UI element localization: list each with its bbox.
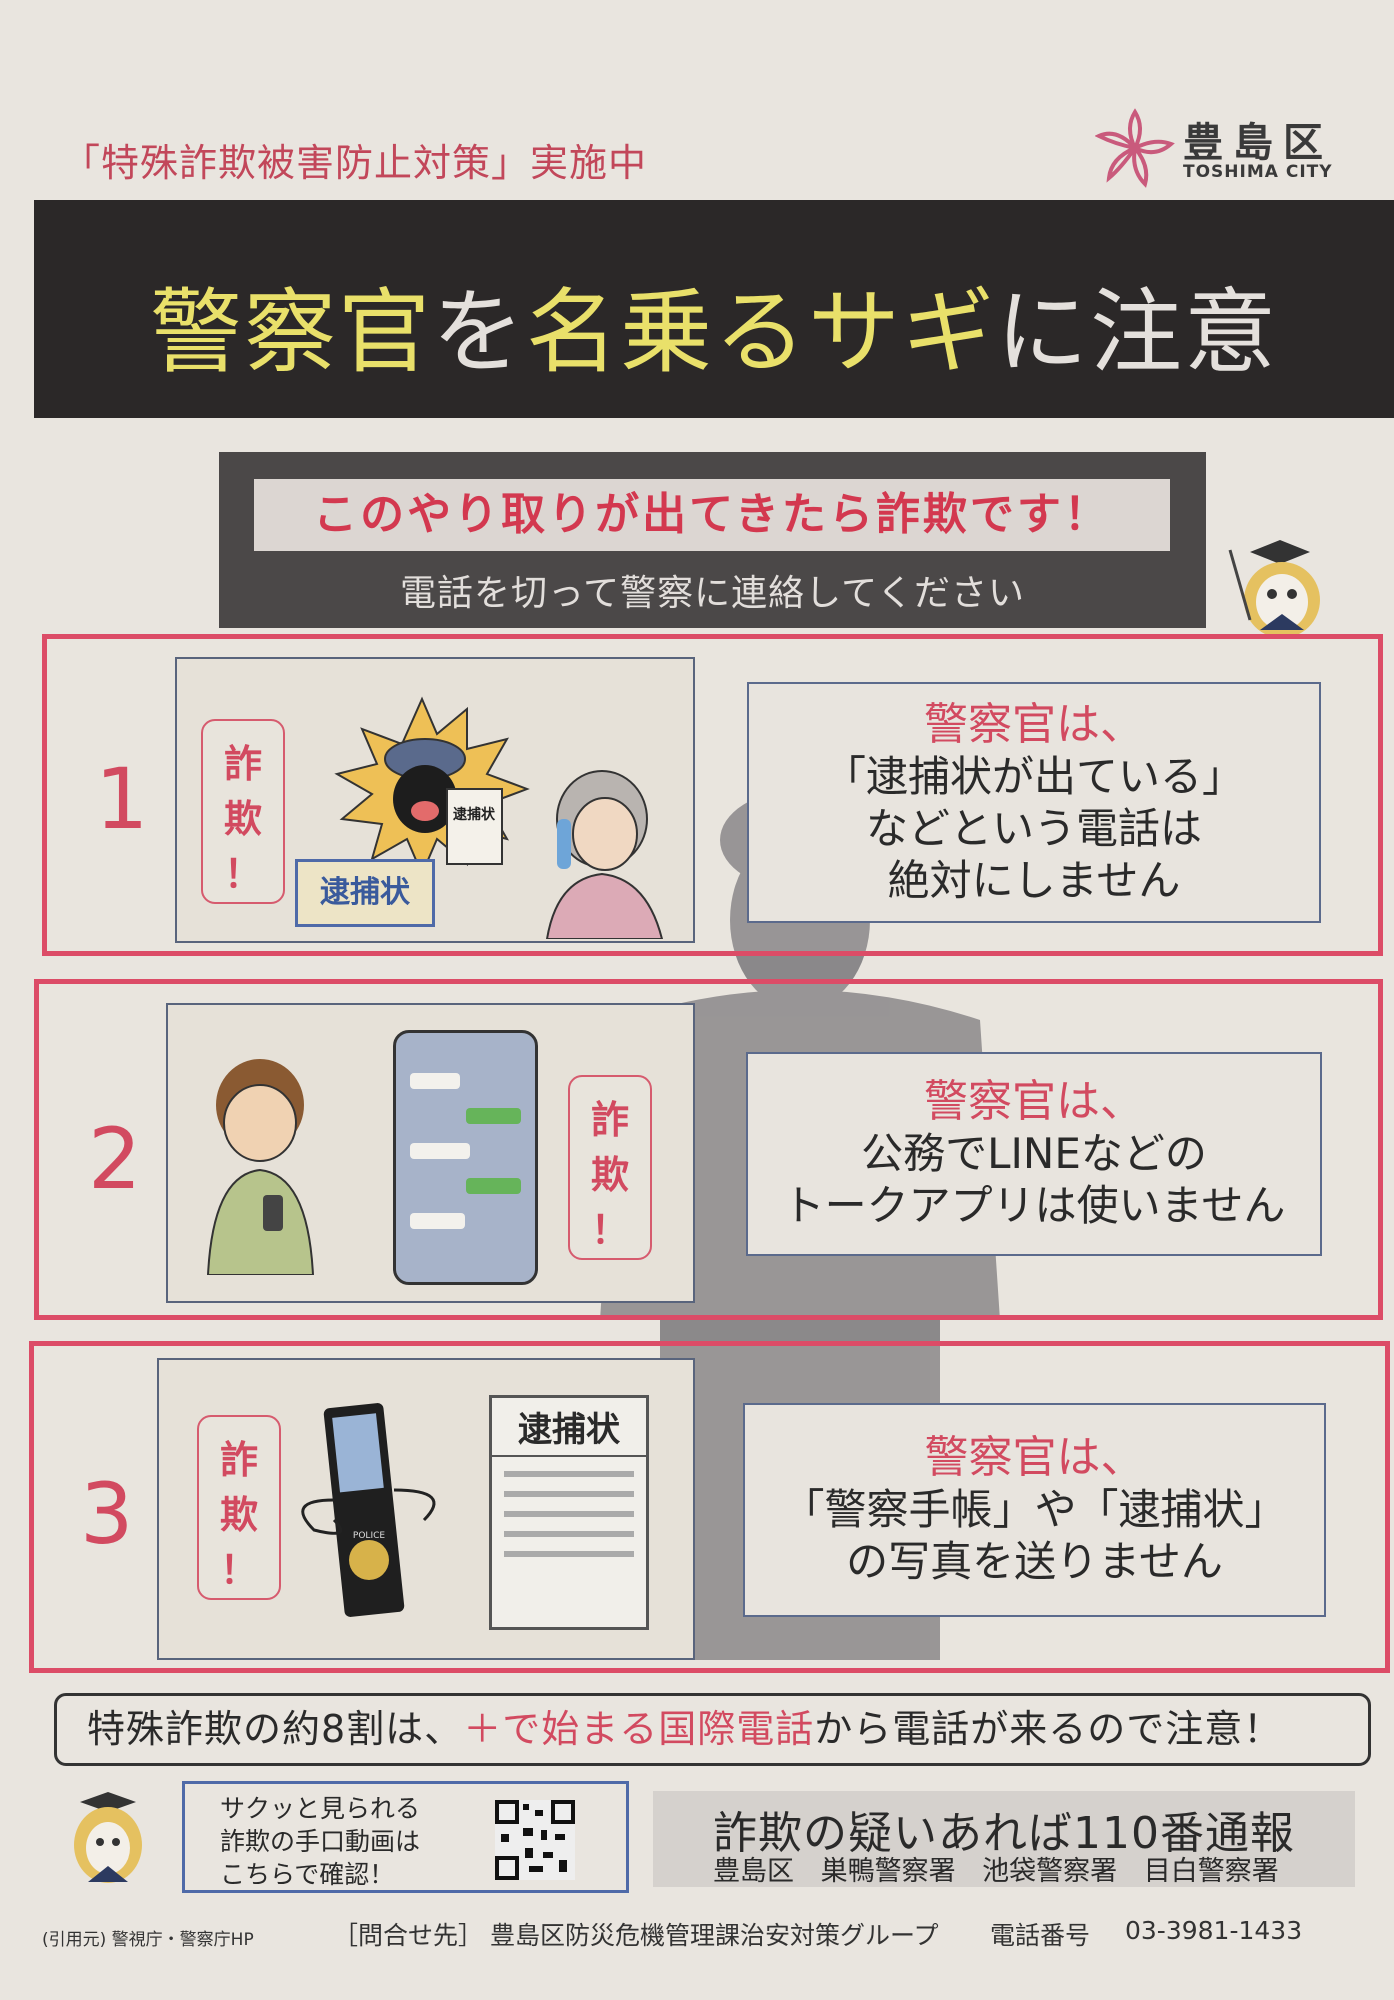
document-title: 逮捕状 bbox=[492, 1398, 646, 1457]
qr-code-icon[interactable] bbox=[495, 1800, 575, 1880]
message-line: の写真を送りません bbox=[846, 1537, 1223, 1586]
sagi-label: 詐欺 ！ bbox=[197, 1415, 281, 1600]
call-headline: 詐欺の疑いあれば110番通報 bbox=[713, 1808, 1295, 1859]
title-part: 警察官 bbox=[149, 279, 432, 386]
message-line: トークアプリは使いません bbox=[782, 1181, 1286, 1230]
smartphone-icon bbox=[393, 1030, 538, 1285]
notice-text: 特殊詐欺の約8割は、 bbox=[87, 1707, 464, 1751]
video-link-bubble: サクッと見られる 詐欺の手口動画は こちらで確認！ bbox=[182, 1781, 629, 1893]
panel-number: 3 bbox=[80, 1465, 134, 1563]
message-lead: 警察官は、 bbox=[924, 698, 1144, 750]
panel-message-2: 警察官は、 公務でLINEなどの トークアプリは使いません bbox=[746, 1052, 1322, 1256]
arrest-warrant-document: 逮捕状 bbox=[489, 1395, 649, 1630]
speech-label-arrest-warrant: 逮捕状 bbox=[295, 859, 435, 927]
owl-mascot-icon bbox=[74, 1792, 142, 1883]
owl-mascot-icon bbox=[1228, 540, 1320, 638]
message-line: などという電話は bbox=[865, 803, 1202, 853]
international-call-notice: 特殊詐欺の約8割は、＋で始まる国際電話から電話が来るので注意！ bbox=[54, 1693, 1371, 1766]
logo-text-jp: 豊島区 bbox=[1183, 120, 1333, 166]
title-part: を bbox=[431, 279, 526, 386]
source-credit: (引用元) 警視庁・警察庁HP bbox=[42, 1930, 254, 1950]
call-110-box: 詐欺の疑いあれば110番通報 豊島区 巣鴨警察署 池袋警察署 目白警察署 bbox=[653, 1791, 1355, 1887]
phone-label: 電話番号 bbox=[990, 1921, 1091, 1950]
sagi-char: ！ bbox=[590, 1208, 629, 1252]
title-part: 名乗るサギ bbox=[526, 279, 997, 386]
video-line: サクッと見られる bbox=[220, 1794, 421, 1823]
message-lead: 警察官は、 bbox=[924, 1432, 1145, 1483]
police-notebook-icon: POLICE bbox=[301, 1403, 436, 1617]
sagi-label: 詐欺 ！ bbox=[568, 1075, 652, 1260]
sagi-char: 欺 bbox=[590, 1153, 629, 1197]
panel-message-1: 警察官は、 「逮捕状が出ている」 などという電話は 絶対にしません bbox=[747, 682, 1321, 923]
message-line: 公務でLINEなどの bbox=[861, 1129, 1207, 1178]
sagi-char: 欺 bbox=[219, 1493, 258, 1537]
alert-box: このやり取りが出てきたら詐欺です！ 電話を切って警察に連絡してください bbox=[219, 452, 1206, 628]
sagi-char: 詐 bbox=[223, 742, 262, 786]
notice-text: から電話が来るので注意！ bbox=[814, 1707, 1283, 1751]
alert-headline: このやり取りが出てきたら詐欺です！ bbox=[254, 479, 1170, 551]
flower-emblem-icon bbox=[1094, 108, 1175, 188]
sagi-char: 欺 bbox=[223, 797, 262, 841]
illustration-police-id-and-warrant: 詐欺 ！ POLICE 逮捕状 bbox=[157, 1358, 695, 1660]
illustration-phone-call: 詐欺 ！ 逮捕状 逮捕状 bbox=[175, 657, 695, 943]
contact-department: 豊島区防災危機管理課治安対策グループ bbox=[490, 1921, 939, 1950]
message-line: 「警察手帳」や「逮捕状」 bbox=[782, 1485, 1287, 1534]
message-lead: 警察官は、 bbox=[924, 1076, 1144, 1127]
sagi-label: 詐欺 ！ bbox=[201, 719, 285, 904]
badge-label: POLICE bbox=[353, 1531, 385, 1541]
illustration-chat-app: 詐欺 ！ bbox=[166, 1003, 695, 1303]
video-line: こちらで確認！ bbox=[220, 1860, 395, 1889]
document-label: 逮捕状 bbox=[453, 806, 496, 823]
campaign-label: 「特殊詐欺被害防止対策」実施中 bbox=[62, 141, 648, 185]
page-title: 警察官を名乗るサギに注意 bbox=[34, 258, 1394, 391]
sagi-char: 詐 bbox=[590, 1098, 629, 1142]
police-stations: 豊島区 巣鴨警察署 池袋警察署 目白警察署 bbox=[713, 1856, 1279, 1887]
message-line: 絶対にしません bbox=[887, 855, 1181, 905]
panel-number: 1 bbox=[95, 750, 149, 848]
title-banner: 警察官を名乗るサギに注意 bbox=[34, 200, 1394, 418]
sagi-char: ！ bbox=[223, 852, 262, 896]
video-line: 詐欺の手口動画は bbox=[220, 1827, 421, 1856]
message-line: 「逮捕状が出ている」 bbox=[823, 751, 1244, 801]
sagi-char: ！ bbox=[219, 1548, 258, 1592]
sagi-char: 詐 bbox=[219, 1438, 258, 1482]
title-part: に注意 bbox=[996, 279, 1279, 386]
fake-police-and-elderly-woman-icon: 逮捕状 bbox=[334, 696, 664, 939]
toshima-city-logo: 豊島区 TOSHIMA CITY bbox=[1094, 108, 1340, 188]
video-text: サクッと見られる 詐欺の手口動画は こちらで確認！ bbox=[220, 1792, 420, 1891]
alert-instruction: 電話を切って警察に連絡してください bbox=[399, 573, 1026, 614]
panel-number: 2 bbox=[88, 1110, 142, 1208]
worried-man-icon bbox=[206, 1059, 315, 1275]
panel-message-3: 警察官は、 「警察手帳」や「逮捕状」 の写真を送りません bbox=[743, 1403, 1326, 1617]
contact-label: ［問合せ先］ bbox=[333, 1921, 484, 1950]
logo-text-en: TOSHIMA CITY bbox=[1183, 162, 1333, 182]
phone-number: 03-3981-1433 bbox=[1125, 1916, 1303, 1945]
notice-highlight: ＋で始まる国際電話 bbox=[463, 1707, 815, 1751]
